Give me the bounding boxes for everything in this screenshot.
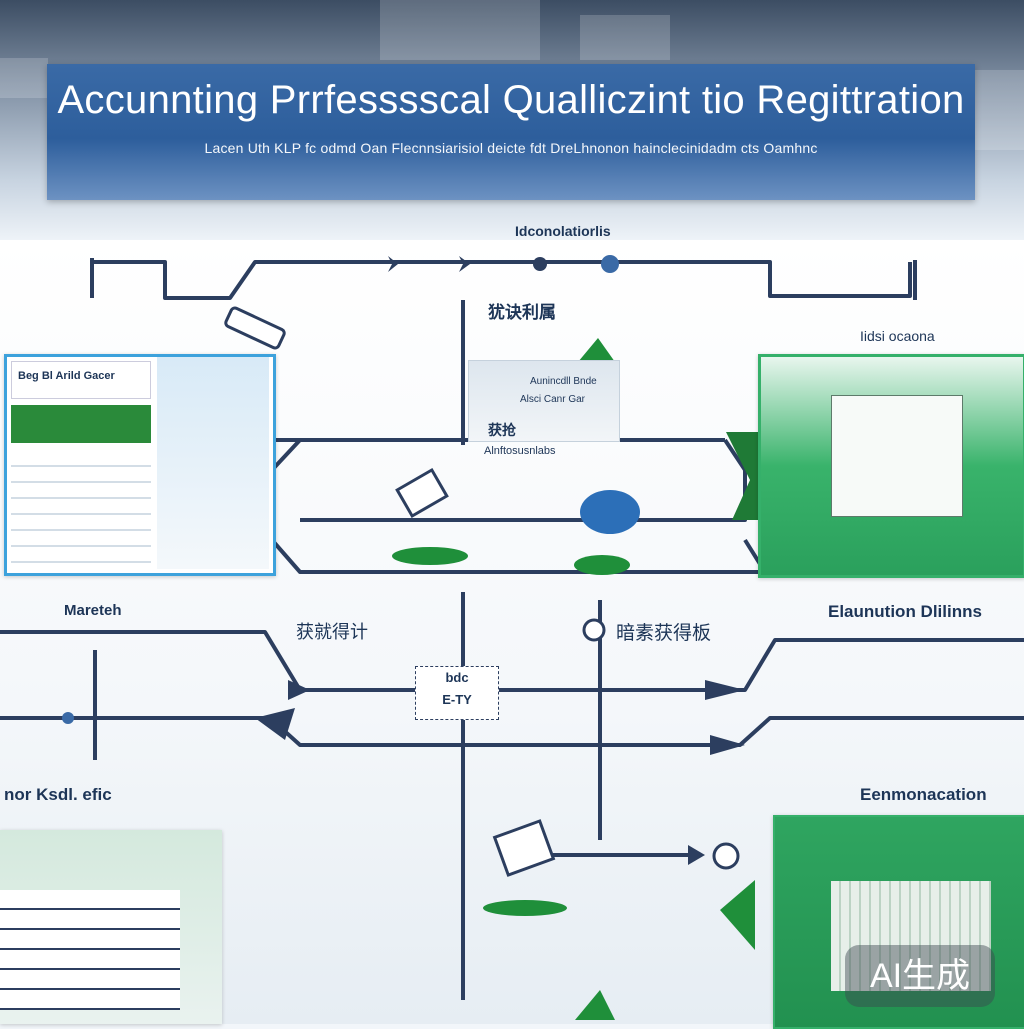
left-bottom-table — [0, 890, 180, 1010]
right-screen-panel — [758, 354, 1024, 578]
right-top-label: Iidsi ocaona — [860, 328, 935, 344]
right-bottom-panel — [773, 815, 1024, 1029]
left-panel-sidebar — [157, 357, 269, 569]
flow-diagram: Beg Bl Arild Gacer bdc E-TY Idconolatior… — [0, 223, 1024, 1029]
arrow-shape — [459, 256, 470, 272]
center-text: Alnftosusnlabs — [484, 445, 556, 457]
center-label-box: bdc E-TY — [415, 666, 499, 720]
right-panel-device — [831, 395, 963, 517]
shelf-shape — [975, 70, 1024, 150]
arrow-shape — [288, 680, 310, 700]
shelf-shape — [0, 58, 48, 98]
document-shape — [712, 842, 740, 870]
arrow-shape — [688, 845, 705, 865]
center-text: Alsci Canr Gar — [520, 394, 586, 405]
center-top-label: 犹诀利属 — [488, 303, 556, 322]
left-bottom-label: nor Ksdl. efic — [4, 785, 112, 804]
page-title: Accunnting Prrfesssscal Qualliczint tio … — [57, 78, 965, 122]
top-label: Idconolatiorlis — [515, 223, 611, 239]
right-bottom-grid — [831, 881, 991, 991]
left-screen-panel: Beg Bl Arild Gacer — [4, 354, 276, 576]
left-panel-green-bar — [11, 405, 151, 443]
shelf-shape — [580, 15, 670, 60]
ai-generated-watermark: AI生成 — [845, 945, 995, 1007]
right-bottom-label: Eenmonacation — [860, 785, 987, 804]
page-subtitle: Lacen Uth KLP fc odmd Oan Flecnnsiarisio… — [204, 140, 818, 156]
center-right-label: 暗素获得板 — [616, 623, 712, 644]
center-chart-box — [468, 360, 620, 442]
arrow-shape — [705, 680, 745, 700]
center-text: Aunincdll Bnde — [530, 376, 597, 387]
left-mid-label: Mareteh — [64, 602, 122, 619]
center-text: 获抢 — [488, 422, 516, 438]
arrow-shape — [255, 708, 295, 740]
left-panel-rows — [11, 451, 151, 563]
document-shape — [395, 467, 449, 519]
center-left-label: 获就得计 — [296, 622, 368, 642]
title-banner: Accunnting Prrfesssscal Qualliczint tio … — [47, 64, 975, 200]
document-shape — [224, 306, 286, 350]
left-panel-title: Beg Bl Arild Gacer — [11, 361, 151, 399]
shelf-shape — [380, 0, 540, 60]
left-bottom-panel — [0, 830, 222, 1024]
arrow-shape — [388, 256, 398, 272]
document-shape — [492, 819, 556, 877]
right-mid-label: Elaunution Dlilinns — [828, 602, 982, 621]
arrow-shape — [710, 735, 745, 755]
